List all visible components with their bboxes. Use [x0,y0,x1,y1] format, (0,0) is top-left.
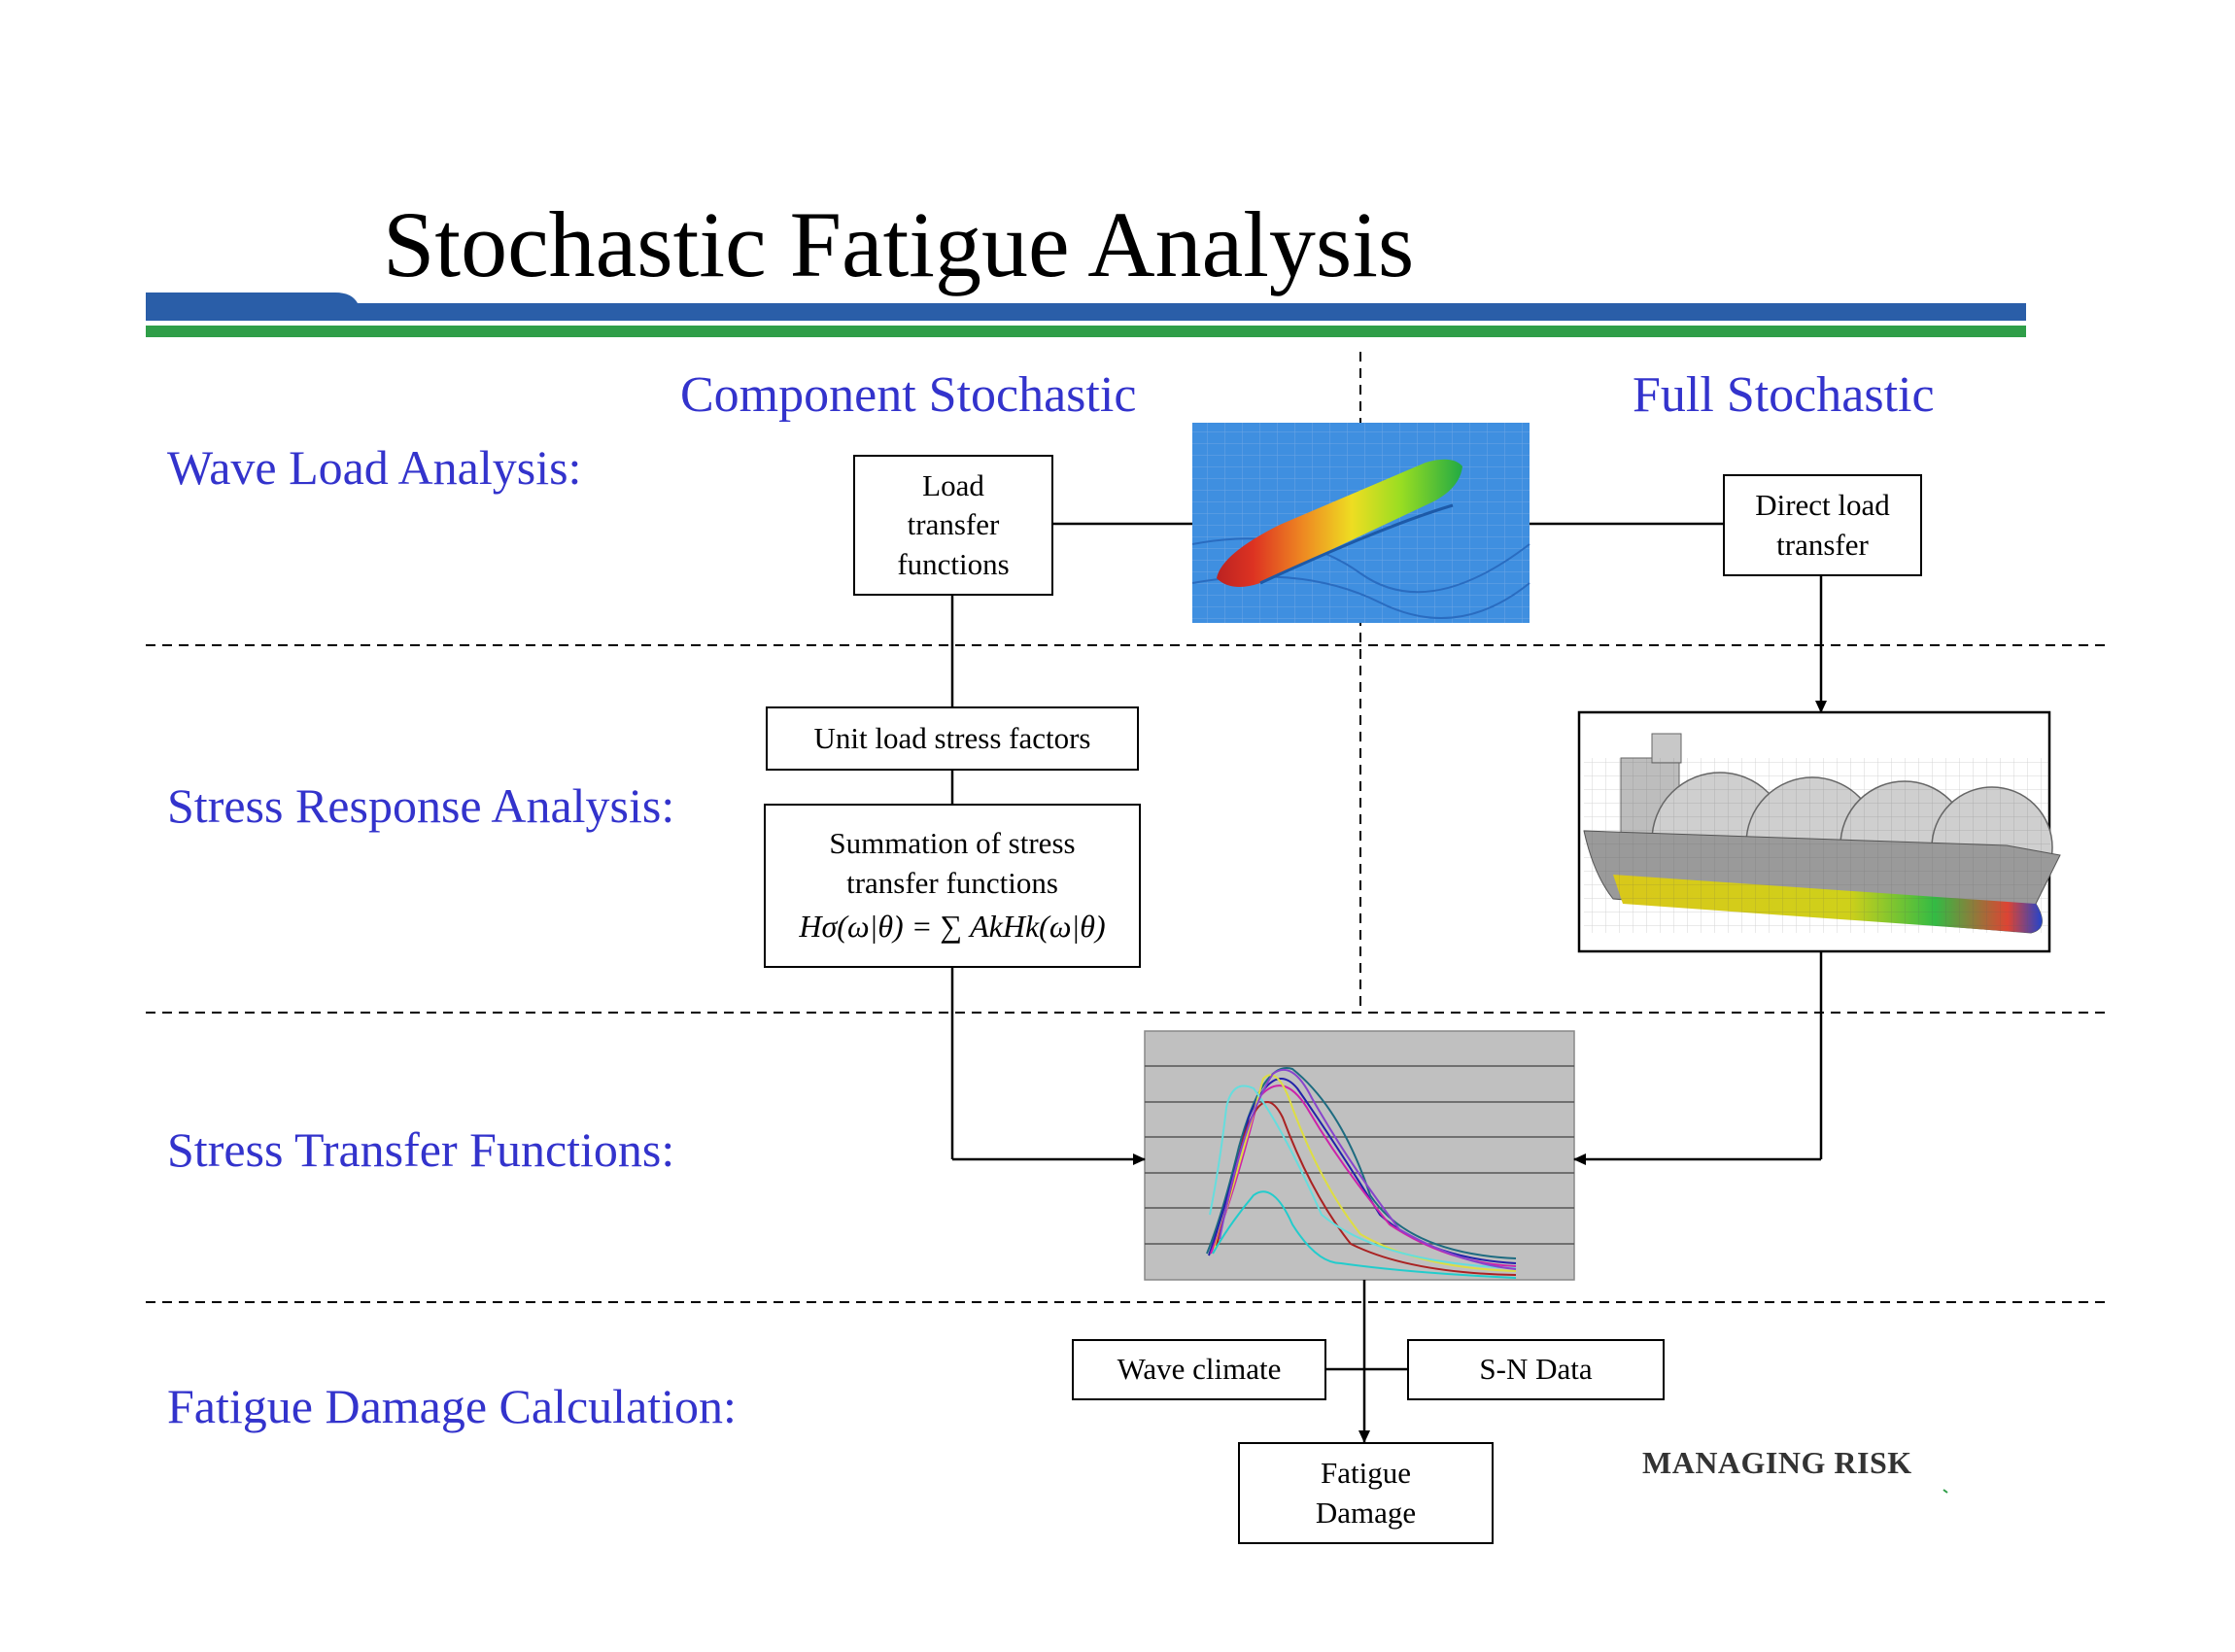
box-line: Wave climate [1117,1352,1282,1387]
dashed-separators [146,352,2107,1303]
sn-data-box: S-N Data [1407,1339,1665,1400]
unit-load-stress-factors-box: Unit load stress factors [766,706,1139,771]
ship-hull-wave-pressure-image [1191,423,1530,623]
box-line: S-N Data [1479,1352,1593,1387]
rao-plot-frame [1144,1030,1575,1281]
header-band-blue [146,293,2026,321]
row-label-stress-response: Stress Response Analysis: [167,778,675,833]
box-line: transfer functions [846,865,1058,900]
box-line: transfer [907,507,1000,542]
box-line: Unit load stress factors [813,720,1091,755]
load-transfer-functions-box: Load transfer functions [853,455,1053,596]
direct-load-transfer-box: Direct load transfer [1723,474,1922,576]
box-line: functions [897,546,1010,581]
fatigue-damage-box: Fatigue Damage [1238,1442,1494,1544]
column-heading-full: Full Stochastic [1633,367,1935,423]
footer-brand: MANAGING RISK [1642,1445,1912,1480]
row-label-stress-transfer: Stress Transfer Functions: [167,1122,675,1177]
header-band-green [146,326,2026,337]
stress-transfer-function-plot [1206,1067,1517,1279]
column-heading-component: Component Stochastic [680,367,1137,423]
lng-carrier-fe-model-image [1583,733,2061,934]
row-label-wave-load: Wave Load Analysis: [167,440,582,495]
box-line: Load [922,468,984,503]
footer-tick [1943,1489,1948,1494]
box-line: Fatigue [1321,1456,1411,1491]
box-line: transfer [1776,527,1869,562]
row-label-fatigue-damage: Fatigue Damage Calculation: [167,1379,737,1433]
wave-climate-box: Wave climate [1072,1339,1326,1400]
connectors [950,522,1827,1443]
summation-stress-transfer-box: Summation of stress transfer functions H… [764,804,1141,968]
box-line: Damage [1315,1495,1417,1530]
page-title: Stochastic Fatigue Analysis [383,192,1415,296]
transfer-function-formula: Hσ(ω|θ) = ∑ AkHk(ω|θ) [799,909,1106,944]
box-line: Summation of stress [829,826,1076,861]
box-line: Direct load [1755,488,1890,523]
